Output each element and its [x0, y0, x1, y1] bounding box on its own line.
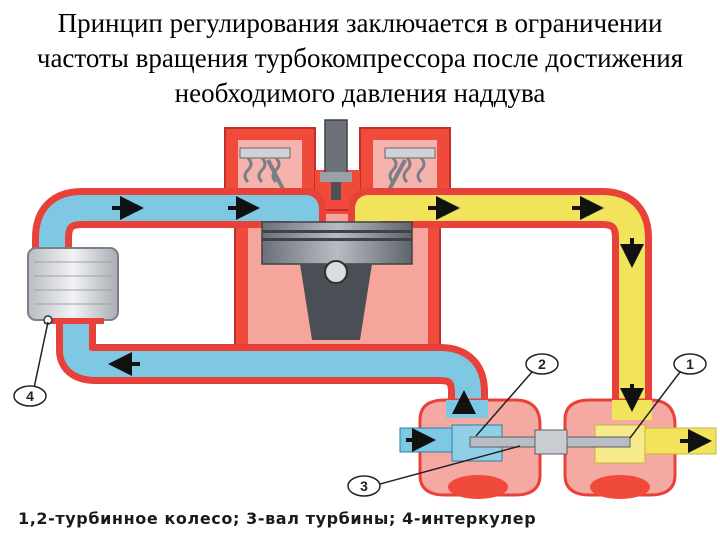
callout-1-label: 1 [686, 356, 694, 372]
compressor-housing [400, 400, 540, 499]
callout-3-label: 3 [360, 478, 368, 494]
intercooler-icon [28, 248, 118, 324]
callout-2-label: 2 [538, 356, 546, 372]
callout-4: 4 [14, 322, 48, 406]
callout-4-label: 4 [26, 388, 34, 404]
turbine-housing [565, 400, 716, 499]
diagram-caption: 1,2-турбинное колесо; 3-вал турбины; 4-и… [18, 509, 718, 528]
